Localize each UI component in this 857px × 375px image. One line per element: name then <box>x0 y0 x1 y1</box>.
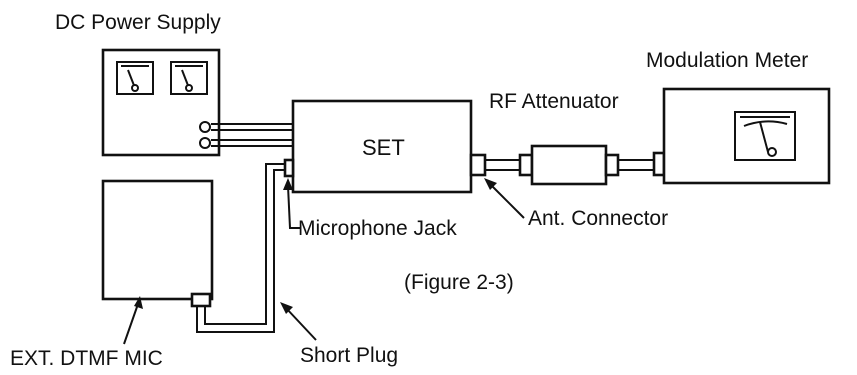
dc-power-supply-meter-right <box>170 61 208 95</box>
ext-dtmf-mic-pointer <box>123 296 143 345</box>
dc-power-supply-meter-left <box>116 61 154 95</box>
set-box <box>291 99 473 194</box>
set-label: SET <box>362 135 405 160</box>
short-plug-label: Short Plug <box>300 344 398 367</box>
ext-dtmf-mic-box <box>101 179 214 301</box>
modulation-meter-label: Modulation Meter <box>646 49 808 72</box>
dc-power-supply-label: DC Power Supply <box>55 11 221 34</box>
microphone-jack-pointer <box>283 178 300 229</box>
microphone-jack <box>283 158 295 178</box>
dc-power-supply <box>101 48 221 157</box>
ant-connector-label: Ant. Connector <box>528 207 668 230</box>
ext-dtmf-mic-plug <box>190 292 212 308</box>
modulation-meter-dial <box>734 111 796 161</box>
ext-dtmf-mic <box>101 179 214 308</box>
power-cable <box>211 123 293 147</box>
ext-dtmf-mic-label: EXT. DTMF MIC <box>10 347 163 370</box>
rf-attenuator-label: RF Attenuator <box>489 90 619 113</box>
dc-terminal-positive <box>199 121 211 133</box>
short-plug-cable <box>196 163 285 333</box>
dc-terminal-negative <box>199 137 211 149</box>
set-unit <box>283 99 487 194</box>
rf-attenuator-box <box>530 144 608 186</box>
ant-connector-pointer <box>484 178 525 219</box>
short-plug-pointer <box>280 302 317 341</box>
microphone-jack-label: Microphone Jack <box>298 217 457 240</box>
figure-caption: (Figure 2-3) <box>404 271 514 294</box>
rf-attenuator <box>485 144 666 186</box>
ant-connector <box>469 153 487 177</box>
modulation-meter <box>662 87 831 185</box>
